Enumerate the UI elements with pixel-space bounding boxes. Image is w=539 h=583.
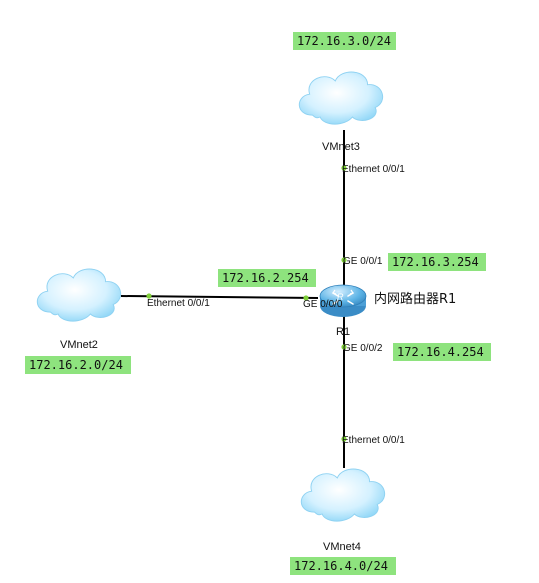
router-r1[interactable]: R R1 [319,284,367,338]
cloud-vmnet2[interactable] [36,268,122,322]
ip-text-ge000: 172.16.2.254 [222,271,309,285]
port-label-ge001: GE 0/0/1 [343,256,383,267]
cloud-icon [36,268,122,322]
ip-tag-ge000: 172.16.2.254 [218,269,316,287]
port-label-vmnet2-eth: Ethernet 0/0/1 [147,298,210,309]
port-dot-vmnet3-eth [341,165,347,171]
cloud-vmnet3[interactable] [298,71,384,125]
cloud-name-vmnet2: VMnet2 [60,339,98,351]
ip-tag-ge001: 172.16.3.254 [388,253,486,271]
ip-tag-ge002: 172.16.4.254 [393,343,491,361]
port-label-vmnet3-eth: Ethernet 0/0/1 [342,164,405,175]
cloud-vmnet4[interactable] [300,468,386,522]
port-dot-vmnet4-eth [341,436,347,442]
subnet-text-vmnet4: 172.16.4.0/24 [294,559,388,573]
port-label-ge002: GE 0/0/2 [343,343,383,354]
port-dot-vmnet2-eth [146,293,152,299]
cloud-icon [300,468,386,522]
subnet-tag-vmnet4: 172.16.4.0/24 [290,557,396,575]
router-title: 内网路由器R1 [374,291,456,307]
cloud-name-vmnet3: VMnet3 [322,141,360,153]
port-label-ge000: GE 0/0/0 [303,299,343,310]
cloud-icon [298,71,384,125]
subnet-text-vmnet2: 172.16.2.0/24 [29,358,123,372]
cloud-name-vmnet4: VMnet4 [323,541,361,553]
link-r1-vmnet2 [120,295,319,299]
port-label-vmnet4-eth: Ethernet 0/0/1 [342,435,405,446]
port-dot-r1-ge001 [341,257,347,263]
subnet-tag-vmnet2: 172.16.2.0/24 [25,356,131,374]
router-name: R1 [336,326,350,338]
subnet-tag-vmnet3: 172.16.3.0/24 [293,32,396,50]
svg-text:R: R [337,292,344,302]
ip-text-ge002: 172.16.4.254 [397,345,484,359]
subnet-text-vmnet3: 172.16.3.0/24 [297,34,391,48]
port-dot-r1-ge002 [341,344,347,350]
port-dot-r1-ge000 [303,295,309,301]
ip-text-ge001: 172.16.3.254 [392,255,479,269]
router-icon: R [319,284,367,317]
